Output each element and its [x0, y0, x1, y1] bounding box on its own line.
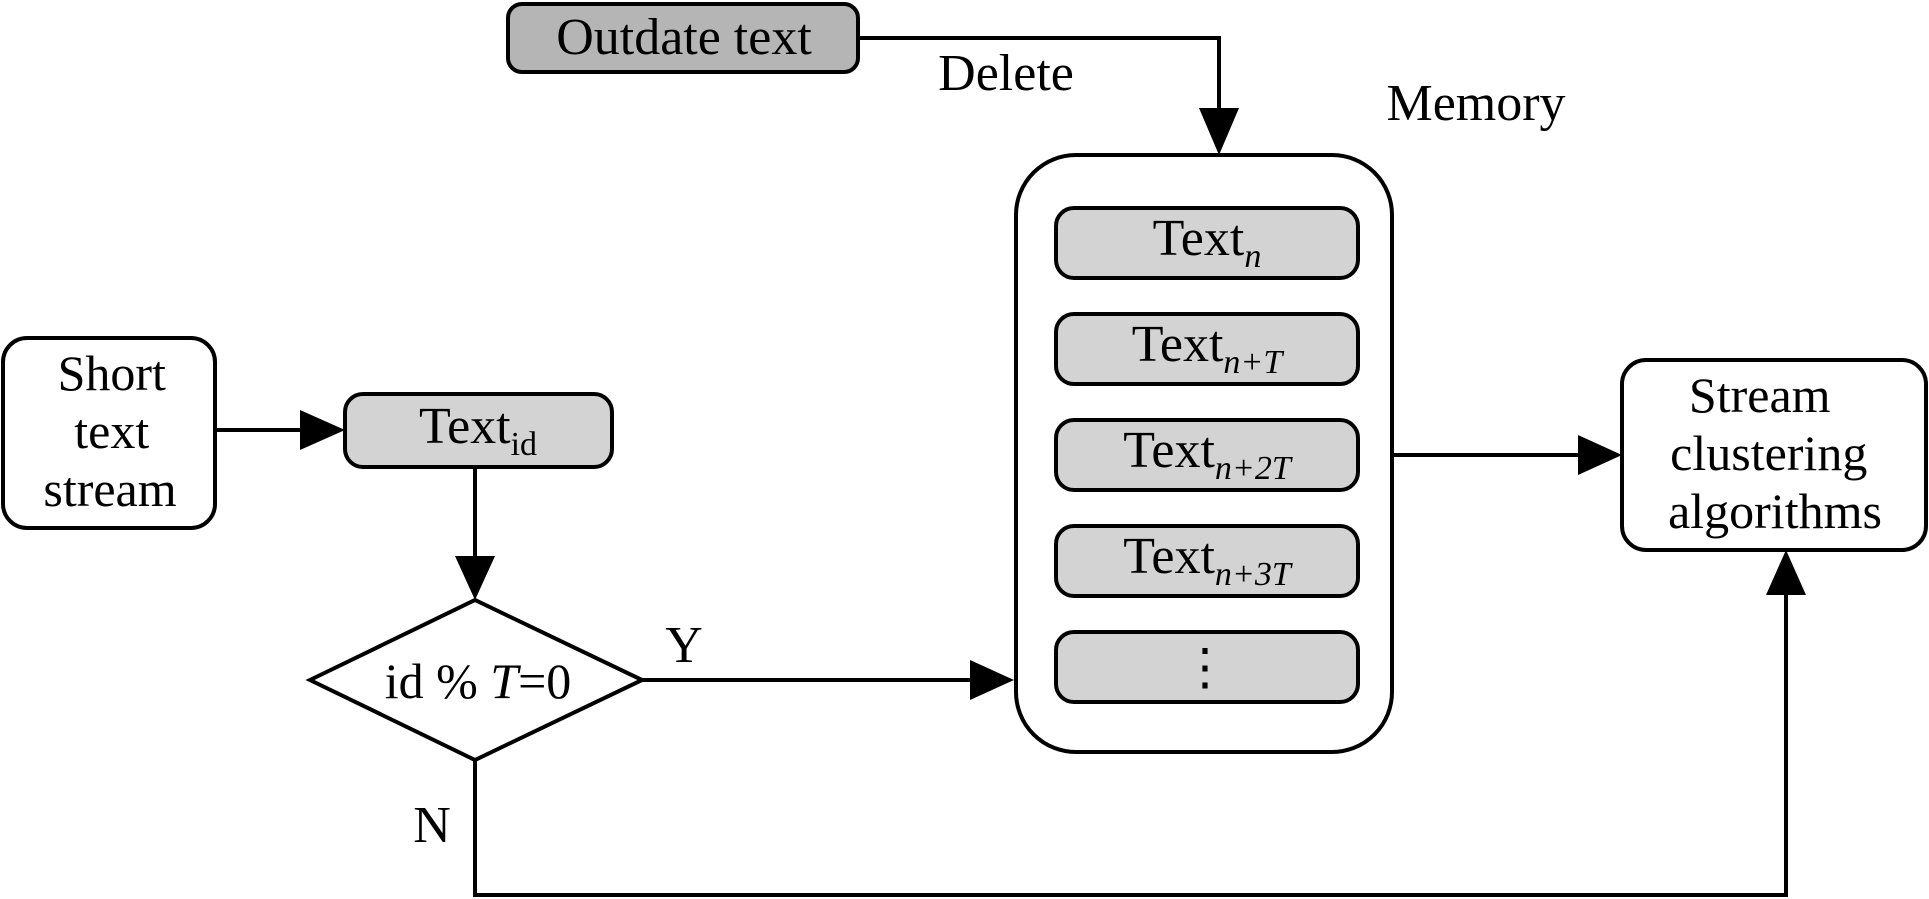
edge-stream-to-textid: [215, 410, 345, 450]
text-id-base: Text: [419, 398, 511, 455]
node-text-id: Textid: [343, 392, 614, 469]
node-decision: id % T=0: [305, 597, 647, 763]
node-stream-clustering-algorithms: Stream clustering algorithms: [1620, 358, 1928, 552]
memory-item-text-n-plus-t: Textn+T: [1054, 312, 1360, 386]
svg-text:Textid: Textid: [419, 398, 537, 463]
short-text-stream-line-1: Short: [58, 345, 166, 401]
node-outdate-text: Outdate text: [506, 2, 860, 74]
outdate-text-label: Outdate text: [556, 9, 812, 66]
memory-item-text-n-plus-2t: Textn+2T: [1054, 418, 1360, 492]
clustering-line-3: algorithms: [1668, 483, 1882, 539]
svg-text:Textn+2T: Textn+2T: [1123, 422, 1293, 487]
memory-label: Memory: [1386, 75, 1565, 132]
text-id-subscript: id: [511, 426, 537, 463]
yes-label: Y: [665, 617, 703, 674]
memory-ellipsis-glyph: ⋮: [1180, 639, 1230, 695]
clustering-line-1: Stream: [1689, 367, 1831, 423]
svg-text:Textn+T: Textn+T: [1132, 316, 1285, 381]
decision-variable: T: [490, 653, 521, 709]
svg-text:Textn+3T: Textn+3T: [1123, 528, 1293, 593]
memory-item-text-n-plus-3t: Textn+3T: [1054, 524, 1360, 598]
memory-item-ellipsis: ⋮: [1054, 630, 1360, 704]
decision-prefix: id %: [385, 653, 491, 709]
edge-outdate-to-memory: [858, 36, 1239, 155]
edge-decision-no-to-clustering: [473, 550, 1806, 897]
edge-memory-to-clustering: [1392, 435, 1622, 475]
svg-text:Stream clustering: Stream clustering algorithms: [1668, 367, 1882, 539]
node-short-text-stream: Short text stream: [1, 336, 217, 530]
svg-text:Textn: Textn: [1153, 210, 1262, 275]
delete-label: Delete: [938, 45, 1074, 102]
edge-decision-yes-to-memory: [642, 660, 1014, 700]
clustering-line-2: clustering: [1670, 425, 1867, 481]
no-label: N: [413, 797, 451, 854]
svg-text:id % T=0: id % T=0: [385, 653, 572, 709]
edge-textid-to-decision: [455, 467, 495, 600]
short-text-stream-line-3: stream: [43, 461, 176, 517]
memory-item-text-n: Textn: [1054, 206, 1360, 280]
short-text-stream-line-2: text: [74, 403, 149, 459]
node-memory: Textn Textn+T Textn+2T Textn+3T ⋮: [1014, 153, 1394, 754]
svg-text:Short text stream: Short text stream: [43, 345, 178, 517]
decision-suffix: =0: [518, 653, 571, 709]
